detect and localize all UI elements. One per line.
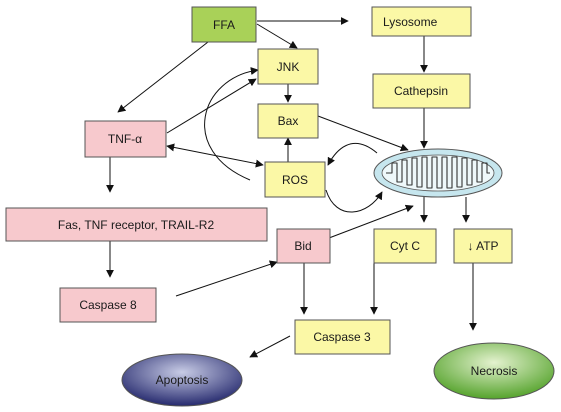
edge-caspase8-bid (175, 260, 278, 297)
node-lysosome-label: Lysosome (383, 15, 438, 29)
node-bax-label: Bax (278, 114, 299, 128)
node-cytc: Cyt C (373, 228, 437, 264)
node-ffa-label: FFA (213, 18, 235, 32)
node-atp-label: ↓ ATP (467, 239, 498, 253)
node-cytc-label: Cyt C (390, 239, 420, 253)
node-bid: Bid (276, 228, 331, 264)
node-necrosis: Necrosis (433, 342, 555, 400)
node-necrosis-label: Necrosis (471, 364, 518, 378)
node-atp: ↓ ATP (453, 228, 513, 264)
node-jnk-label: JNK (277, 60, 300, 74)
node-caspase8-label: Caspase 8 (79, 298, 137, 312)
node-bax: Bax (257, 103, 319, 139)
node-ffa: FFA (191, 6, 257, 43)
edge-tnf-jnk (166, 78, 257, 134)
node-cathepsin-label: Cathepsin (394, 84, 448, 98)
node-apoptosis-label: Apoptosis (156, 373, 209, 387)
node-caspase3-label: Caspase 3 (313, 330, 371, 344)
node-receptors: Fas, TNF receptor, TRAIL-R2 (5, 207, 268, 242)
node-caspase8: Caspase 8 (59, 287, 157, 323)
node-lysosome: Lysosome (371, 6, 472, 37)
edges (106, 17, 477, 358)
node-ros-label: ROS (282, 173, 308, 187)
mitochondrion-icon (386, 156, 490, 189)
edge-bax-mitochondrion (317, 115, 409, 152)
node-tnf: TNF-α (84, 120, 167, 158)
node-bid-label: Bid (294, 239, 311, 253)
edge-ffa-tnf (117, 41, 209, 113)
node-ros: ROS (264, 161, 326, 198)
node-caspase3: Caspase 3 (294, 319, 391, 355)
node-cathepsin: Cathepsin (372, 73, 471, 109)
edge-ffa-jnk (256, 23, 298, 49)
edge-mitochondrion-ros-curve (327, 142, 378, 166)
edge-caspase3-apoptosis (249, 335, 291, 358)
node-jnk: JNK (257, 48, 319, 85)
edge-ros-jnk-curve (204, 67, 259, 181)
node-apoptosis: Apoptosis (121, 353, 243, 407)
node-tnf-label: TNF-α (108, 132, 142, 146)
edge-tnf-ros (166, 143, 264, 168)
node-mitochondrion (373, 148, 503, 198)
edge-ros-mitochondrion-curve (325, 189, 383, 213)
edge-bid-mitochondrion (328, 204, 414, 239)
node-receptors-label: Fas, TNF receptor, TRAIL-R2 (58, 218, 215, 232)
